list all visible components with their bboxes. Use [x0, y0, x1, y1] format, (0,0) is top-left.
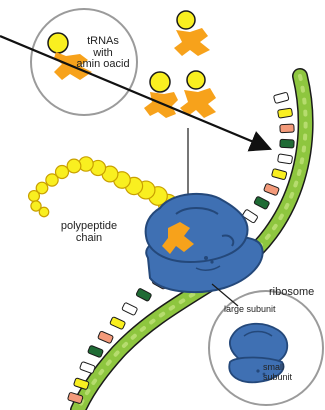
mrna-base [88, 345, 104, 358]
polypeptide-label: polypeptide chain [48, 221, 130, 244]
amino-acid-bead [29, 191, 40, 202]
amino-acid-bead [46, 174, 58, 186]
amino-acid-bead [39, 207, 49, 217]
trna-top [174, 11, 210, 56]
mrna-base [278, 154, 293, 164]
polypeptide-label-line-2: chain [48, 233, 130, 245]
ribosome [146, 194, 263, 292]
mrna-base [79, 361, 95, 373]
small-subunit-label-line-2: subunit [263, 373, 313, 383]
mrna-base [271, 169, 287, 180]
large-subunit-label: large subunit [224, 305, 314, 314]
mrna-base [136, 288, 152, 302]
mrna-base [278, 108, 293, 118]
mrna-base [254, 196, 270, 209]
trna-middle [144, 72, 178, 118]
ribosome-label: ribosome [269, 287, 325, 299]
mrna-base [122, 302, 138, 315]
mrna-base [263, 183, 279, 195]
trna-label-line-3: amin oacid [70, 59, 136, 71]
mrna-base [273, 92, 289, 103]
polypeptide-label-line-1: polypeptide [48, 221, 130, 233]
small-subunit-label: small subunit [263, 363, 313, 383]
trna-label-line-1: tRNAs [70, 36, 136, 48]
mrna-base [280, 124, 294, 133]
amino-acid-bead [67, 159, 81, 173]
trna-right [180, 71, 216, 118]
mrna-base [280, 139, 294, 148]
mrna-base [98, 331, 114, 344]
mrna-base [110, 317, 126, 330]
trna-label: tRNAs with amin oacid [70, 36, 136, 71]
